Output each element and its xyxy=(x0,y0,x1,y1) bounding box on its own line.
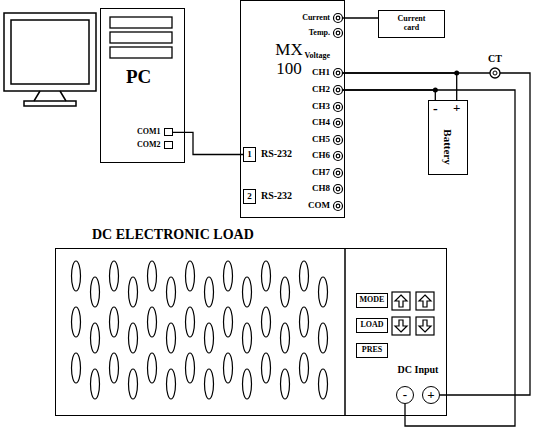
pc-label: PC xyxy=(126,67,151,88)
device-title: DC ELECTRONIC LOAD xyxy=(92,227,254,242)
ct-ring-core xyxy=(493,71,497,75)
port-label: RS-232 xyxy=(261,190,292,201)
rs232-port: 2RS-232 xyxy=(243,189,256,204)
ct-ring xyxy=(489,67,501,79)
button-label: MODE xyxy=(360,296,385,305)
current-card: Current card xyxy=(378,10,445,38)
terminal-label: CH8 xyxy=(312,184,330,194)
monitor xyxy=(4,13,96,106)
wire xyxy=(343,90,435,100)
terminal-label: Voltage xyxy=(305,52,330,61)
terminal-label: Current xyxy=(302,14,330,23)
panel-label: DC Input xyxy=(398,364,439,375)
button-label: PRES xyxy=(362,346,382,355)
panel-divider xyxy=(344,249,346,415)
drive-bays xyxy=(110,17,172,58)
terminal-label: CH1 xyxy=(312,68,330,78)
polarity-mark: - xyxy=(433,101,438,116)
terminal-label: CH3 xyxy=(312,102,330,112)
wire xyxy=(343,90,515,426)
wire xyxy=(343,73,457,100)
com-port: COM2 xyxy=(137,141,173,150)
port-number: 1 xyxy=(247,150,252,160)
ct-ring-outline xyxy=(490,68,500,78)
card-label: Current card xyxy=(390,15,434,33)
wire xyxy=(343,17,378,18)
load-button: LOAD xyxy=(356,318,388,333)
junction-dot xyxy=(454,70,459,75)
terminal-posts xyxy=(334,14,343,211)
button-label: LOAD xyxy=(360,321,383,330)
com-port: COM1 xyxy=(137,128,173,137)
terminal-label: CH4 xyxy=(312,118,330,128)
polarity-mark: + xyxy=(427,388,434,402)
terminal-label: CH6 xyxy=(312,151,330,161)
polarity-mark: + xyxy=(453,101,460,115)
input-terminal: - xyxy=(396,386,414,404)
port-socket xyxy=(164,128,173,136)
port-label: RS-232 xyxy=(261,148,292,159)
dc-electronic-load: DC ELECTRONIC LOADMODELOADPRES-+DC Input xyxy=(55,248,447,416)
rs232-port: 1RS-232 xyxy=(243,147,256,162)
port-number: 2 xyxy=(247,192,252,202)
vents xyxy=(72,261,328,399)
mode-button: MODE xyxy=(356,293,388,308)
battery-label: Battery xyxy=(442,129,454,164)
ct-label: CT xyxy=(488,53,502,64)
terminal-label: Temp. xyxy=(309,29,330,38)
pc-tower: PC COM1COM2 xyxy=(100,8,185,163)
junction-dot xyxy=(433,87,438,92)
input-terminal: + xyxy=(422,386,440,404)
current-transformer: CT xyxy=(484,53,506,79)
terminal-label: CH5 xyxy=(312,135,330,145)
device-name: MX 100 xyxy=(265,41,313,78)
polarity-mark: - xyxy=(403,388,407,402)
preset-button: PRES xyxy=(356,343,388,358)
port-label: COM1 xyxy=(137,128,161,137)
data-logger: MX 1001RS-2322RS-232CurrentTemp.VoltageC… xyxy=(240,0,345,218)
arrow-buttons xyxy=(392,292,434,335)
serial-cable xyxy=(173,132,243,154)
terminal-label: CH2 xyxy=(312,85,330,95)
terminal-label: CH7 xyxy=(312,168,330,178)
terminal-label: COM xyxy=(308,201,330,211)
battery: - + Battery xyxy=(428,100,468,175)
wire xyxy=(440,73,530,395)
port-label: COM2 xyxy=(137,141,161,150)
port-socket xyxy=(164,141,173,149)
